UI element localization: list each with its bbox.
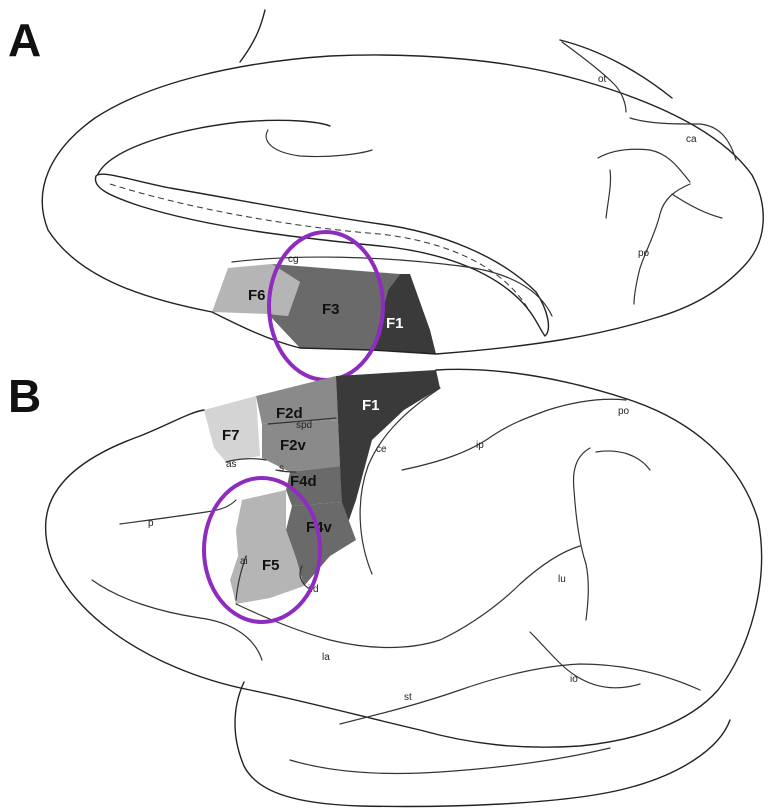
label-la: la xyxy=(322,652,330,663)
occipital-branch xyxy=(596,451,650,470)
frontal-inner-curve xyxy=(98,120,330,174)
label-p: p xyxy=(148,518,154,529)
panel-a: A F6 F3 F1 ot ca po cg xyxy=(8,10,763,380)
io-sulcus xyxy=(530,632,640,688)
area-f1-region-b xyxy=(336,370,440,540)
medial-top-cut xyxy=(240,10,265,62)
panel-b-letter: B xyxy=(8,370,41,422)
label-io: io xyxy=(570,674,578,685)
ca-branch-1 xyxy=(598,149,690,182)
ip-sulcus xyxy=(402,399,626,470)
label-st: st xyxy=(404,692,412,703)
label-f1-b: F1 xyxy=(362,397,380,414)
label-po-b: po xyxy=(618,406,630,417)
po-sulcus-a xyxy=(634,184,690,304)
label-lu: lu xyxy=(558,574,566,585)
lu-sulcus xyxy=(574,448,590,620)
label-f6: F6 xyxy=(248,287,266,304)
po-branch xyxy=(672,194,722,218)
medial-right-cut xyxy=(560,40,672,98)
label-s: s xyxy=(279,463,284,474)
label-ip: ip xyxy=(476,440,484,451)
superior-temporal-st xyxy=(340,664,700,724)
ca-sulcus xyxy=(630,118,736,160)
label-spd: spd xyxy=(296,420,312,431)
label-ot: ot xyxy=(598,74,607,85)
temporal-lobe xyxy=(235,682,730,806)
label-ce: ce xyxy=(376,444,387,455)
panel-b: B F2d F1 F7 xyxy=(8,369,762,806)
medial-hook-sulcus xyxy=(266,130,372,157)
label-f3: F3 xyxy=(322,301,340,318)
label-f7: F7 xyxy=(222,427,240,444)
ca-branch-2 xyxy=(606,170,611,218)
label-f2v: F2v xyxy=(280,437,307,454)
label-ca: ca xyxy=(686,134,697,145)
label-as: as xyxy=(226,459,237,470)
label-f5: F5 xyxy=(262,557,280,574)
label-ai: ai xyxy=(240,556,248,567)
temporal-lower-curve xyxy=(290,748,610,774)
label-po-a: po xyxy=(638,248,650,259)
label-f1-a: F1 xyxy=(386,315,404,332)
panel-a-letter: A xyxy=(8,14,41,66)
label-cg: cg xyxy=(288,254,299,265)
lateral-outline xyxy=(46,369,762,747)
